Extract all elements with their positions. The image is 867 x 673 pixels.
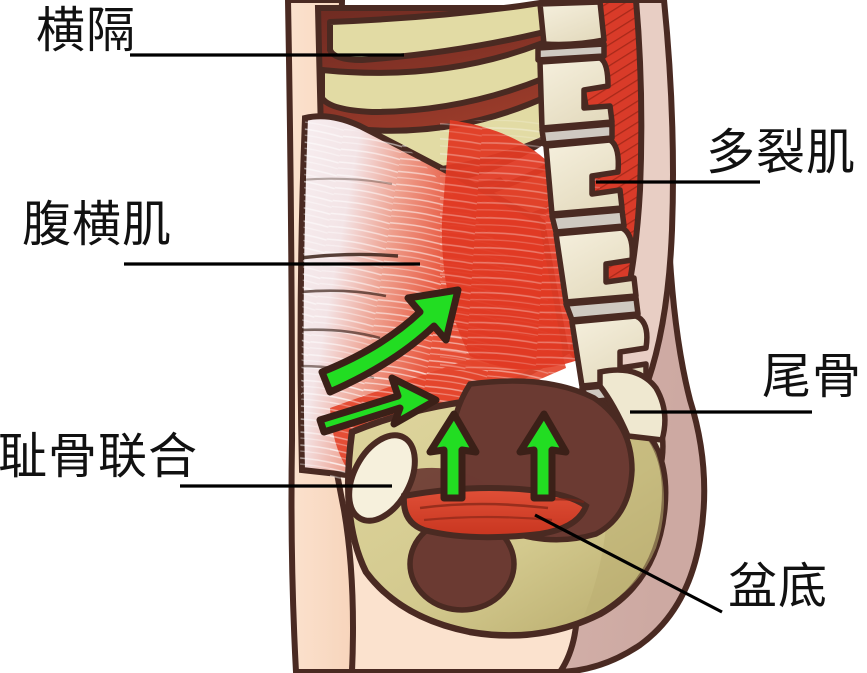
- vertebra-3: [543, 137, 625, 217]
- label-pubic-symphysis: 耻骨联合: [0, 428, 199, 485]
- pelvic-arrow-right: [516, 410, 570, 502]
- vertebra-1: [537, 0, 607, 48]
- pubic-symphysis: [346, 432, 418, 524]
- direction-arrows: [316, 286, 570, 502]
- leader-lines: [124, 53, 812, 614]
- pelvic-floor-muscle: [400, 485, 590, 541]
- leader-pelvic-floor: [534, 513, 723, 614]
- tra-arrow-upper: [318, 286, 462, 396]
- label-pelvic-floor: 盆底: [728, 558, 829, 615]
- disc-1: [535, 41, 607, 63]
- label-multifidus: 多裂肌: [706, 124, 857, 181]
- vertebra-2: [537, 55, 615, 131]
- label-coccyx: 尾骨: [762, 348, 863, 405]
- coccyx-bone: [597, 367, 668, 444]
- vertebra-4: [553, 225, 639, 305]
- rib-2: [319, 29, 583, 115]
- tra-arrow-lower: [316, 374, 440, 436]
- label-transversus-abdominis: 腹横肌: [22, 196, 173, 253]
- rib-1: [327, 0, 571, 63]
- pelvic-arrow-left: [426, 410, 480, 502]
- label-diaphragm: 横隔: [36, 2, 137, 59]
